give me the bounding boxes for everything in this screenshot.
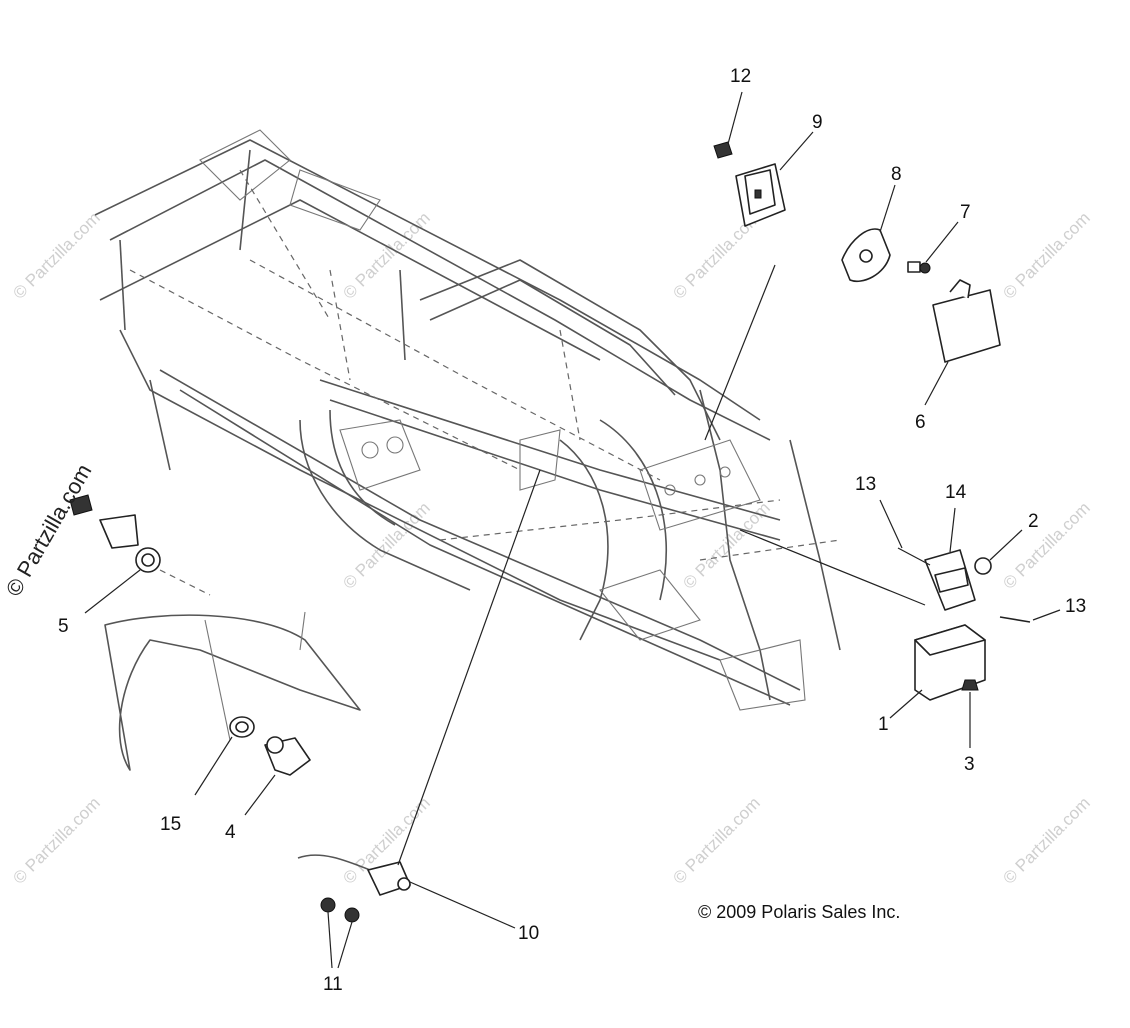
part-11-screws bbox=[320, 897, 360, 969]
callout-14: 14 bbox=[945, 482, 967, 503]
callout-labels: 12 9 8 7 6 13 14 2 13 1 3 5 15 4 10 11 bbox=[58, 66, 1086, 995]
callout-11: 11 bbox=[323, 974, 343, 995]
callout-4: 4 bbox=[225, 822, 236, 843]
callout-8: 8 bbox=[891, 164, 902, 185]
part-13-pin-lower bbox=[999, 609, 1061, 623]
watermark: © Partzilla.com bbox=[999, 208, 1093, 302]
callout-7: 7 bbox=[960, 202, 971, 223]
callout-15: 15 bbox=[160, 814, 181, 835]
callout-3: 3 bbox=[964, 754, 975, 775]
callout-13-upper: 13 bbox=[855, 474, 876, 495]
atv-frame bbox=[94, 129, 841, 711]
part-1-box bbox=[889, 624, 986, 719]
front-shroud bbox=[104, 611, 361, 771]
part-8-gasket bbox=[841, 184, 896, 282]
part-6-module bbox=[924, 279, 1001, 406]
part-15-grommet bbox=[194, 716, 255, 796]
side-watermark: © Partzilla.com bbox=[1, 460, 97, 601]
part-14-bracket bbox=[924, 507, 976, 611]
part-3-nut bbox=[961, 679, 979, 748]
watermark: © Partzilla.com bbox=[9, 208, 103, 302]
callout-6: 6 bbox=[915, 412, 926, 433]
watermark: © Partzilla.com bbox=[339, 208, 433, 302]
part-13-pin-upper bbox=[879, 499, 931, 566]
callout-10: 10 bbox=[518, 923, 539, 944]
part-10-switch bbox=[297, 469, 541, 929]
copyright-text: © 2009 Polaris Sales Inc. bbox=[698, 902, 900, 922]
watermark: © Partzilla.com bbox=[999, 793, 1093, 887]
callout-2: 2 bbox=[1028, 511, 1039, 532]
callout-9: 9 bbox=[812, 112, 823, 133]
watermark: © Partzilla.com bbox=[9, 793, 103, 887]
watermark-layer: © Partzilla.com © Partzilla.com © Partzi… bbox=[9, 208, 1093, 887]
part-4-plug bbox=[244, 736, 311, 816]
callout-1: 1 bbox=[878, 714, 889, 735]
callout-13-lower: 13 bbox=[1065, 596, 1086, 617]
part-9-bracket bbox=[735, 131, 814, 227]
part-12-clip bbox=[713, 91, 743, 159]
watermark: © Partzilla.com bbox=[669, 793, 763, 887]
part-7-screw bbox=[907, 221, 959, 274]
part-5-key-switch bbox=[69, 494, 211, 614]
callout-5: 5 bbox=[58, 616, 69, 637]
watermark: © Partzilla.com bbox=[999, 498, 1093, 592]
part-2-bolt bbox=[974, 529, 1023, 575]
callout-12: 12 bbox=[730, 66, 751, 87]
watermark: © Partzilla.com bbox=[679, 498, 773, 592]
